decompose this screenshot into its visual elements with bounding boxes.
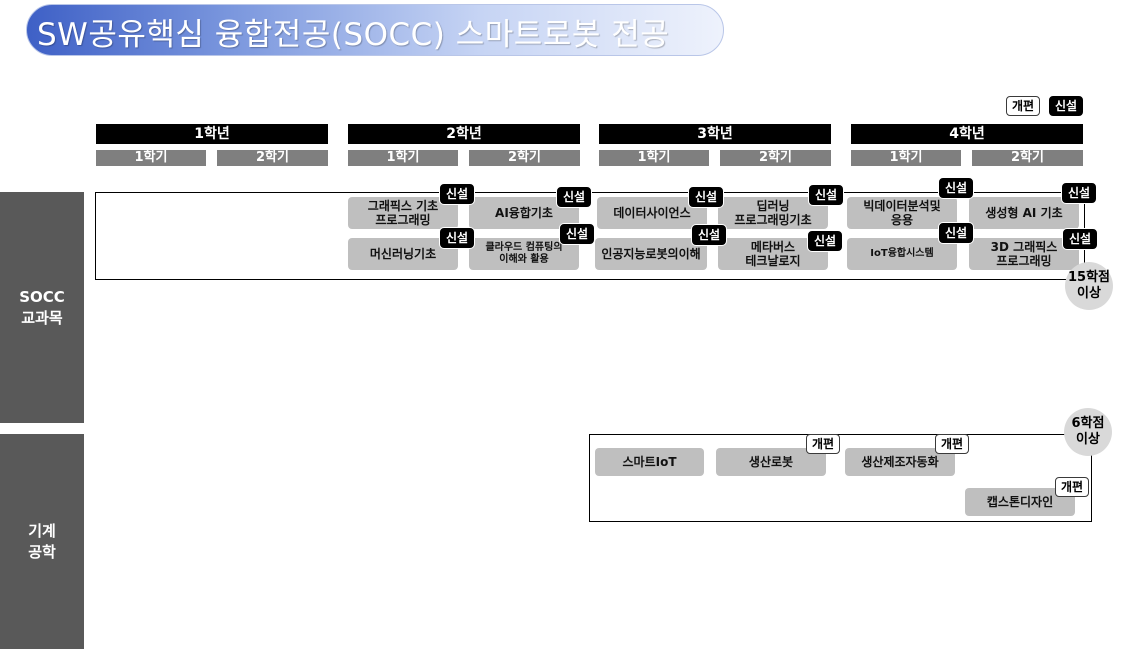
course-smart-iot: 스마트IoT (595, 448, 704, 476)
course-generative-ai: 생성형 AI 기초 (969, 197, 1079, 229)
new-course-tag: 신설 (692, 225, 726, 245)
legend-revised-tag: 개편 (1006, 96, 1040, 116)
year-header-3: 3학년 (599, 124, 831, 144)
new-course-tag: 신설 (440, 184, 474, 204)
semester-header: 1학기 (851, 150, 961, 166)
semester-header: 1학기 (599, 150, 709, 166)
semester-header: 2학기 (972, 150, 1083, 166)
semester-header: 2학기 (217, 150, 328, 166)
course-iot-convergence: IoT융합시스템 (847, 238, 957, 270)
semester-header: 2학기 (469, 150, 580, 166)
new-course-tag: 신설 (689, 187, 723, 207)
year-header-1: 1학년 (96, 124, 328, 144)
course-3d-graphics: 3D 그래픽스 프로그래밍 (969, 238, 1079, 270)
semester-header: 1학기 (348, 150, 458, 166)
new-course-tag: 신설 (560, 224, 594, 244)
new-course-tag: 신설 (557, 187, 591, 207)
new-course-tag: 신설 (939, 223, 973, 243)
socc-section-label: SOCC 교과목 (0, 192, 84, 423)
revised-course-tag: 개편 (935, 434, 969, 454)
semester-header: 1학기 (96, 150, 206, 166)
title-banner: SW공유핵심 융합전공(SOCC) 스마트로봇 전공 (26, 4, 724, 56)
new-course-tag: 신설 (939, 178, 973, 198)
course-capstone: 캡스톤디자인 (965, 488, 1075, 516)
course-graphics-basic: 그래픽스 기초 프로그래밍 (348, 197, 458, 229)
revised-course-tag: 개편 (1055, 477, 1089, 497)
socc-credit-requirement: 15학점 이상 (1065, 262, 1113, 310)
semester-header: 2학기 (720, 150, 831, 166)
new-course-tag: 신설 (808, 231, 842, 251)
course-deep-learning: 딥러닝 프로그래밍기초 (718, 197, 828, 229)
revised-course-tag: 개편 (806, 434, 840, 454)
new-course-tag: 신설 (440, 228, 474, 248)
mech-credit-requirement: 6학점 이상 (1064, 408, 1112, 456)
year-header-4: 4학년 (851, 124, 1083, 144)
mech-section-label: 기계 공학 (0, 434, 84, 649)
course-ai-robot: 인공지능로봇의이해 (595, 238, 707, 270)
course-ml-basics: 머신러닝기초 (348, 238, 458, 270)
course-data-science: 데이터사이언스 (597, 197, 707, 229)
banner-title: SW공유핵심 융합전공(SOCC) 스마트로봇 전공 (37, 17, 670, 53)
new-course-tag: 신설 (809, 185, 843, 205)
new-course-tag: 신설 (1062, 183, 1096, 203)
new-course-tag: 신설 (1063, 229, 1097, 249)
legend-new-tag: 신설 (1049, 96, 1083, 116)
course-cloud-computing: 클라우드 컴퓨팅의 이해와 활용 (469, 238, 579, 270)
course-big-data: 빅데이터분석및 응용 (847, 197, 957, 229)
year-header-2: 2학년 (348, 124, 580, 144)
